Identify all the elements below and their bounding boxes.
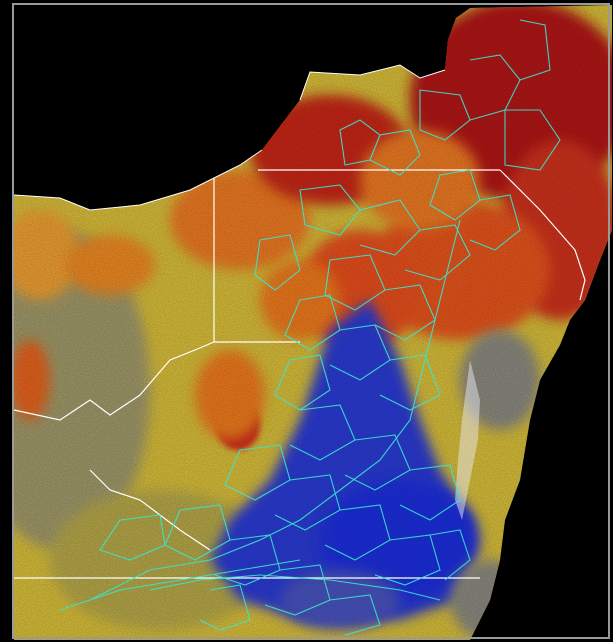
map-border [12,3,610,639]
coastline [13,64,446,211]
ocean [495,300,612,640]
county-boundaries [59,19,561,636]
state-boundaries [13,169,586,579]
bay-area [455,360,480,520]
